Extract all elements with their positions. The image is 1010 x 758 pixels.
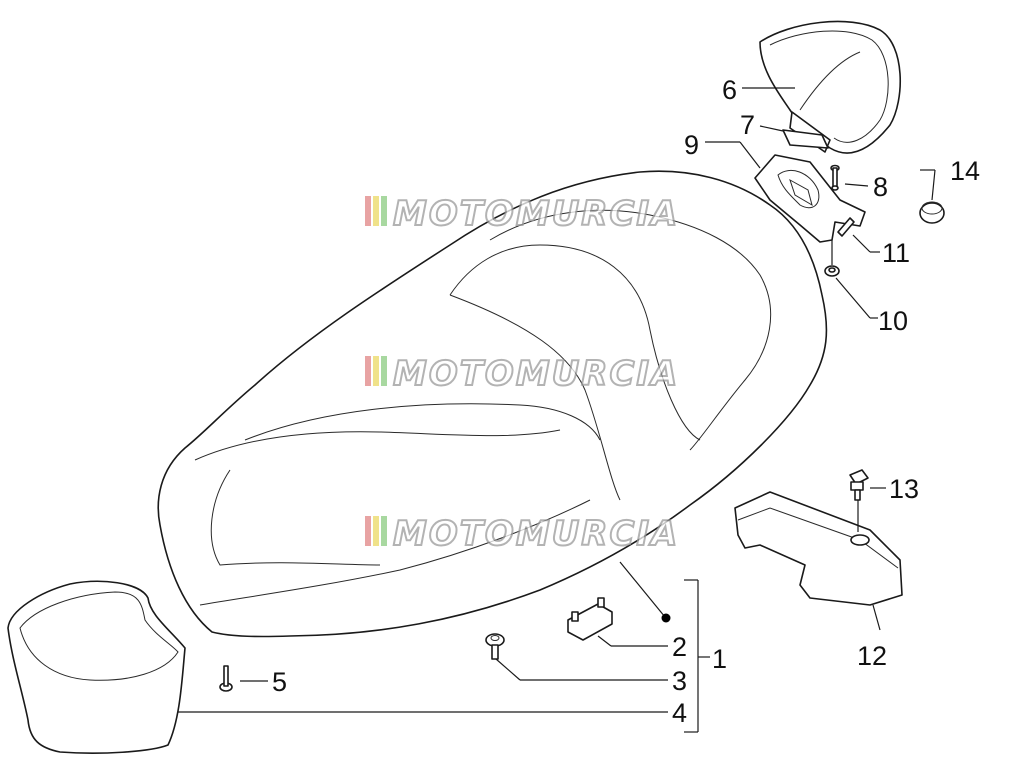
- cover-edge: [737, 507, 899, 569]
- watermark-1: MOTOMURCIA: [365, 193, 679, 235]
- cap-14: [919, 201, 945, 224]
- seat-mid-seam: [244, 403, 601, 441]
- callout-13: 13: [889, 474, 919, 504]
- screw-8: [830, 164, 840, 191]
- seat-rider-seam: [194, 429, 561, 461]
- seat-upper-panel-seam-2: [449, 294, 621, 501]
- screw-3: [485, 633, 505, 660]
- bolt-13: [849, 469, 869, 501]
- screw-5: [219, 665, 233, 692]
- screw-11: [837, 217, 855, 237]
- backrest: [759, 20, 902, 154]
- seat-pillion-seam: [489, 209, 772, 451]
- leader-dot: [661, 613, 671, 623]
- backrest-plate: [782, 129, 829, 149]
- callout-5: 5: [272, 667, 287, 697]
- backrest-stitch-2: [799, 51, 861, 111]
- watermark-2: MOTOMURCIA: [365, 353, 679, 395]
- callout-1: 1: [712, 644, 727, 674]
- callout-4: 4: [672, 698, 687, 728]
- watermark-text: MOTOMURCIA: [393, 194, 679, 234]
- callout-7: 7: [740, 110, 755, 140]
- cover-hole: [850, 534, 870, 546]
- callout-10: 10: [878, 306, 908, 336]
- callout-labels: 1 2 3 4 5 6 7 9 8 10 11 12 13 14: [272, 75, 980, 728]
- side-cover-12: [734, 491, 903, 606]
- leader-lines: [178, 87, 936, 733]
- backrest-pad: [759, 20, 902, 154]
- watermark-text: MOTOMURCIA: [393, 354, 679, 394]
- callout-14: 14: [950, 156, 980, 186]
- storage-bucket: [7, 580, 186, 754]
- cover-body: [734, 491, 903, 606]
- watermark-text: MOTOMURCIA: [393, 514, 679, 554]
- callout-2: 2: [672, 632, 687, 662]
- seat-assembly: [157, 170, 828, 638]
- bucket-body: [7, 580, 186, 754]
- backrest-stitch: [769, 30, 889, 143]
- rubber-block-2: [567, 597, 613, 641]
- callout-3: 3: [672, 666, 687, 696]
- seat-front-seam: [210, 469, 381, 566]
- seat-upper-panel-seam: [449, 244, 701, 441]
- callout-11: 11: [882, 238, 910, 268]
- bucket-rim: [19, 591, 179, 681]
- watermark-3: MOTOMURCIA: [365, 513, 679, 555]
- bracket-slot: [777, 170, 820, 209]
- callout-8-placeholder: 9: [684, 130, 699, 160]
- callout-12: 12: [857, 641, 887, 671]
- bracket-slot-inner: [789, 178, 813, 207]
- callout-6: 6: [722, 75, 737, 105]
- callout-8: 8: [873, 172, 888, 202]
- washer-10: [824, 265, 840, 277]
- seat-rider-seam-lower: [199, 499, 591, 606]
